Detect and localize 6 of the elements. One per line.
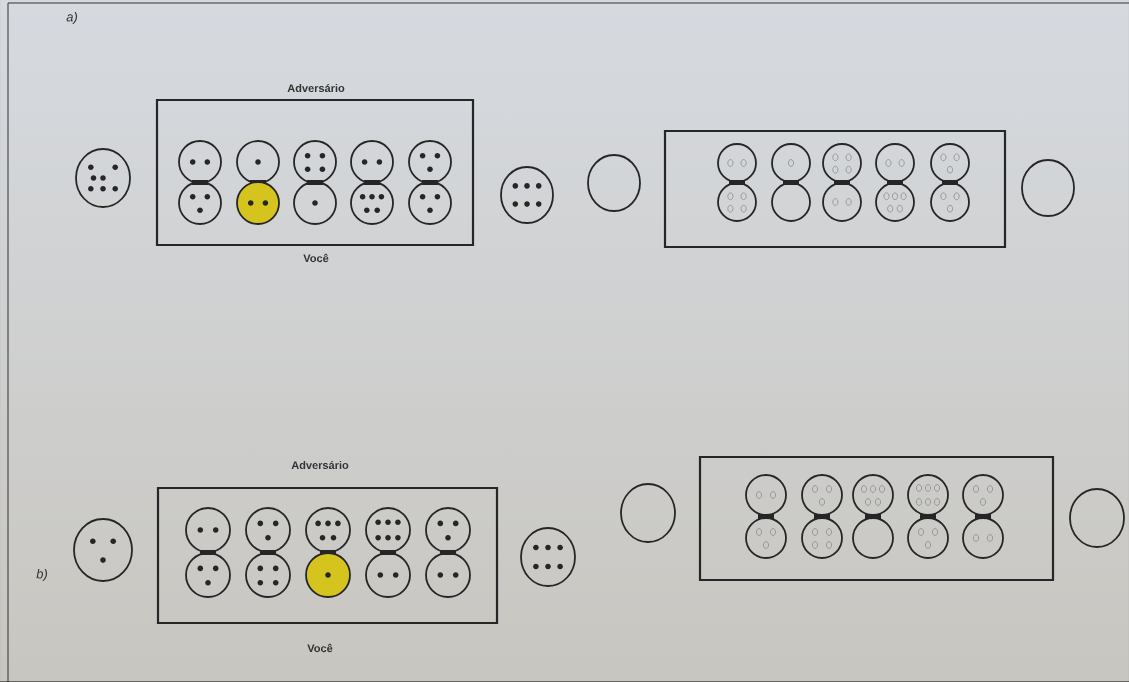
figure-label: a) [66,11,77,25]
figure-label: b) [36,568,47,582]
player-label: Adversário [291,460,349,470]
player-label: Você [303,253,329,263]
player-label: Você [307,643,333,653]
player-label: Adversário [287,83,345,93]
